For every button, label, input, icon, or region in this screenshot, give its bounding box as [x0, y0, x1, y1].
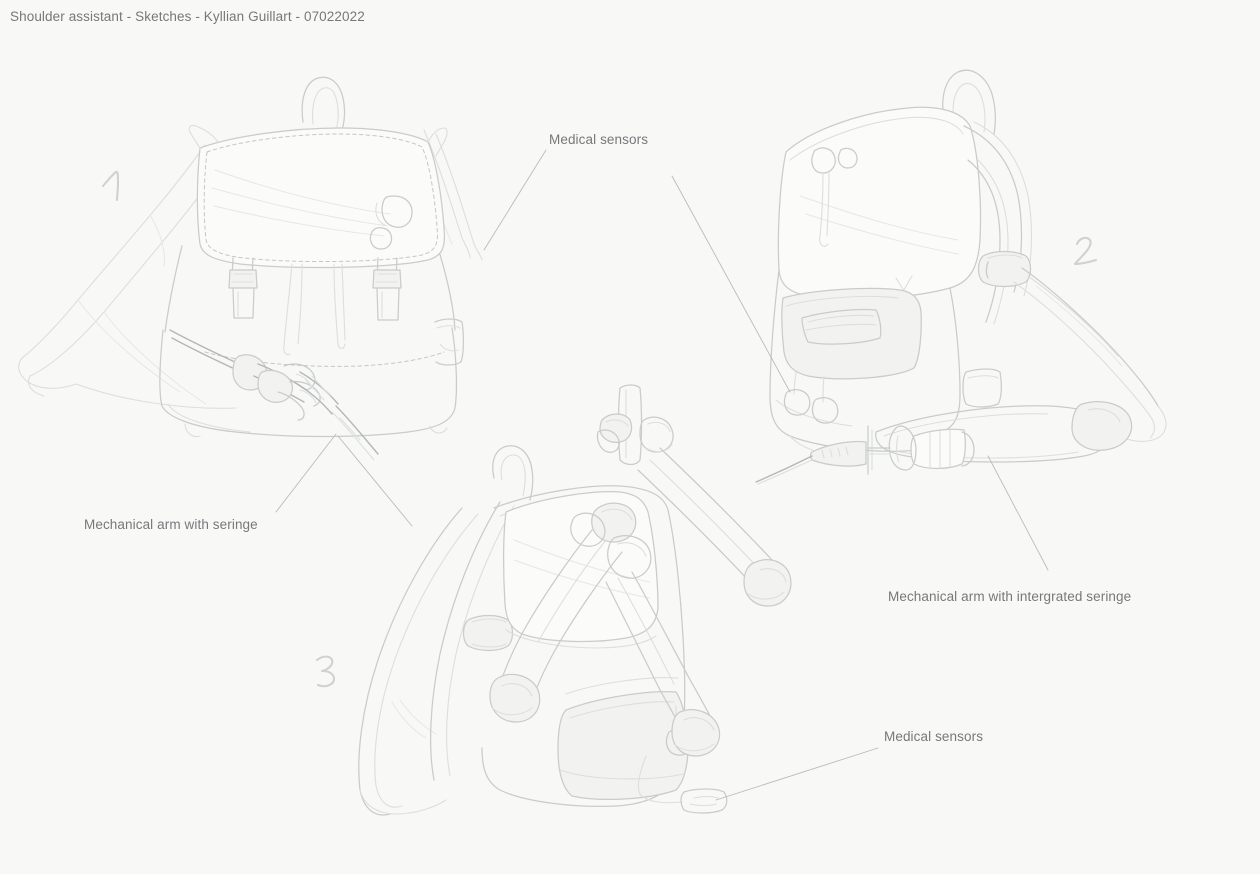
sketch-2-backpack [755, 69, 1167, 485]
leader-arm-1 [275, 433, 337, 513]
mechanical-arm-syringe-2 [755, 401, 1133, 485]
sketch-number-3 [315, 655, 336, 688]
leader-sensors-bottom [715, 747, 879, 801]
leader-sensors-right [671, 175, 791, 393]
buckle-right [372, 257, 402, 321]
sketch-number-1 [101, 170, 120, 202]
callout-label-mechanical-arm-intergrated-seringe: Mechanical arm with intergrated seringe [888, 589, 1132, 604]
medical-sensor-pad-3 [680, 788, 728, 814]
sketch-number-2 [1073, 236, 1098, 266]
page-title: Shoulder assistant - Sketches - Kyllian … [10, 9, 365, 24]
callout-label-mechanical-arm-seringe: Mechanical arm with seringe [84, 517, 258, 532]
medical-sensor-pads-2 [783, 371, 839, 424]
callout-label-medical-sensors-top: Medical sensors [549, 132, 649, 147]
leader-sensors-top [483, 149, 547, 251]
sketch-3-backpack [358, 384, 792, 816]
sketch-1-backpack [18, 76, 483, 461]
buckle-left [228, 257, 258, 319]
mechanical-arm-3 [489, 384, 792, 757]
leader-arm-1-extra [337, 435, 413, 527]
mechanical-arm-syringe-1 [169, 329, 379, 461]
callout-label-medical-sensors-bottom: Medical sensors [884, 729, 984, 744]
leader-arm-2 [987, 455, 1049, 571]
callout-leader-lines [275, 149, 1049, 801]
